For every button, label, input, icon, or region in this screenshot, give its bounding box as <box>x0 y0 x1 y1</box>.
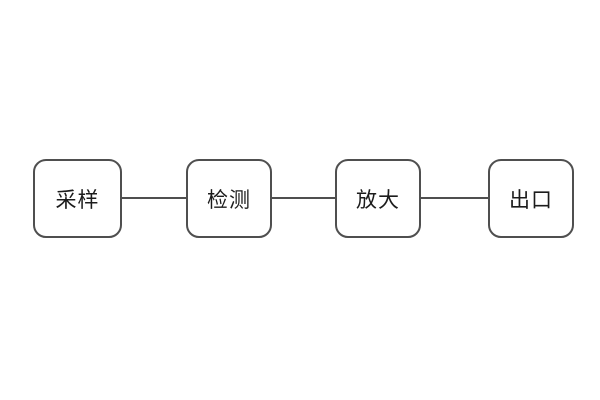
connector-line <box>122 197 186 199</box>
flow-node-label: 出口 <box>509 188 553 212</box>
flow-node-sampling: 采样 <box>33 159 122 238</box>
flow-node-label: 采样 <box>55 188 100 212</box>
flow-node-amplification: 放大 <box>335 159 421 238</box>
connector-line <box>421 197 488 199</box>
connector-line <box>272 197 335 199</box>
flow-node-output: 出口 <box>488 159 574 238</box>
flow-node-label: 放大 <box>356 188 400 212</box>
flow-node-label: 检测 <box>207 188 251 212</box>
flow-node-detection: 检测 <box>186 159 272 238</box>
